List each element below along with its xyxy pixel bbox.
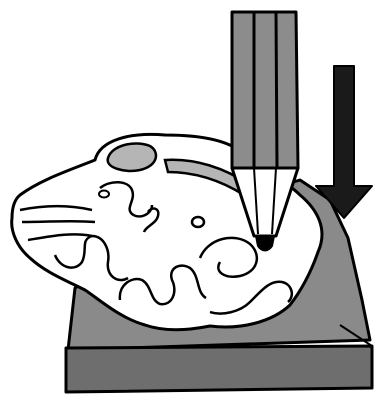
ventricle-shape: [108, 143, 156, 170]
down-arrow-icon: [316, 66, 372, 218]
arrow-shape: [316, 66, 372, 218]
small-dot: [99, 191, 109, 198]
probe-stripe-2: [276, 12, 277, 168]
block-front-face: [66, 346, 372, 392]
probe-body: [232, 12, 298, 168]
small-nucleus: [192, 217, 204, 227]
probe-tip: [256, 236, 274, 251]
